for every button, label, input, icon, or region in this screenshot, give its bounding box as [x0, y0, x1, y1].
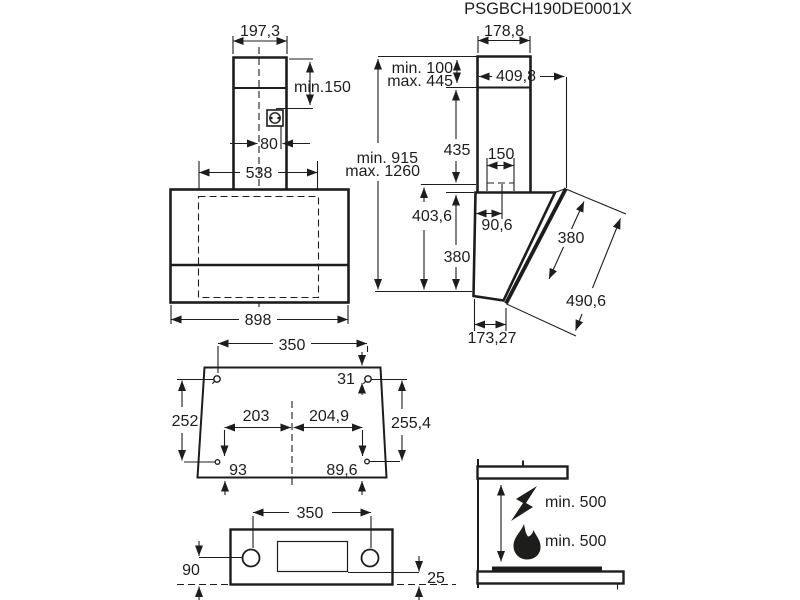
dim-template-bottom-right-offset: 89,6: [326, 462, 357, 479]
dim-side-chimney-height: 435: [444, 142, 471, 159]
dim-side-adjust-min: min. 100: [392, 60, 453, 77]
dim-side-panel-total-length: 490,6: [566, 293, 606, 310]
dim-front-inner-width: 538: [246, 165, 273, 182]
power-socket-icon: [266, 109, 284, 127]
dim-bracket-edge-offset: 25: [427, 570, 445, 587]
dim-template-right-hole-inset: 204,9: [309, 408, 349, 425]
dim-bracket-hole-height: 90: [182, 562, 200, 579]
bracket-view: 350 90 25: [177, 505, 456, 600]
flame-icon: [513, 524, 541, 560]
cooktop-symbol: [492, 566, 602, 571]
hood-bottom-symbol: [476, 465, 569, 480]
hood-body-side-outline: [472, 191, 558, 302]
bracket-cutout: [276, 540, 349, 573]
hood-inner-dashed-outline: [197, 195, 320, 299]
mounting-hole-top-left: [211, 375, 221, 385]
dim-side-total-depth: 409,8: [496, 68, 536, 85]
clearance-view: min. 500 min. 500: [476, 459, 625, 590]
mounting-hole-bottom-right: [364, 458, 370, 465]
glass-panel: [504, 187, 568, 305]
dim-bracket-hole-spacing: 350: [297, 505, 324, 522]
dim-side-bottom-depth: 173,27: [468, 330, 517, 347]
front-view: 197,3 min.150 80 538: [169, 23, 351, 329]
mounting-hole-top-right: [362, 375, 372, 385]
bracket-hole-left: [241, 548, 261, 568]
dim-clearance-electric: min. 500: [545, 494, 606, 511]
dim-side-body-front-height: 380: [444, 249, 471, 266]
hood-body-front-outline: [169, 188, 350, 304]
dim-template-top-hole-offset: 31: [337, 371, 355, 388]
bracket-hole-right: [360, 548, 380, 568]
lightning-icon: [511, 486, 537, 521]
dim-template-left-hole-drop: 252: [172, 413, 199, 430]
dim-template-bottom-left-offset: 93: [229, 462, 247, 479]
template-outline: [196, 366, 388, 479]
dim-side-adjust-max: max. 445: [387, 73, 453, 90]
chimney-side-outline: [476, 55, 532, 192]
chimney-outline: [232, 56, 288, 190]
dim-front-chimney-width: 197,3: [240, 23, 280, 40]
side-view: 178,8 min. 100 max. 445 409,8 min. 915 m…: [345, 23, 627, 347]
dim-front-body-width: 898: [245, 312, 272, 329]
mounting-template-view: 350 31 252 255,4 203 204,9 93 89,6: [172, 337, 431, 495]
dim-side-duct-width: 150: [488, 146, 515, 163]
dim-template-left-hole-inset: 203: [243, 408, 270, 425]
dim-template-top-hole-spacing: 350: [279, 337, 306, 354]
dim-side-duct-offset: 90,6: [481, 217, 512, 234]
dim-side-chimney-depth: 178,8: [484, 23, 524, 40]
dim-front-socket-offset: 80: [260, 136, 278, 153]
dim-clearance-gas: min. 500: [545, 533, 606, 550]
dim-template-right-hole-drop: 255,4: [391, 415, 431, 432]
dim-side-body-rear-height: 403,6: [412, 208, 452, 225]
mounting-hole-bottom-left: [214, 459, 221, 465]
dim-side-panel-length: 380: [558, 230, 585, 247]
dim-side-height-max: max. 1260: [345, 163, 420, 180]
drawing-code: PSGBCH190DE0001X: [464, 0, 632, 18]
dim-front-chimney-overlap: min.150: [294, 79, 351, 96]
counter-symbol: [476, 570, 625, 585]
dim-side-height-min: min. 915: [357, 150, 418, 167]
